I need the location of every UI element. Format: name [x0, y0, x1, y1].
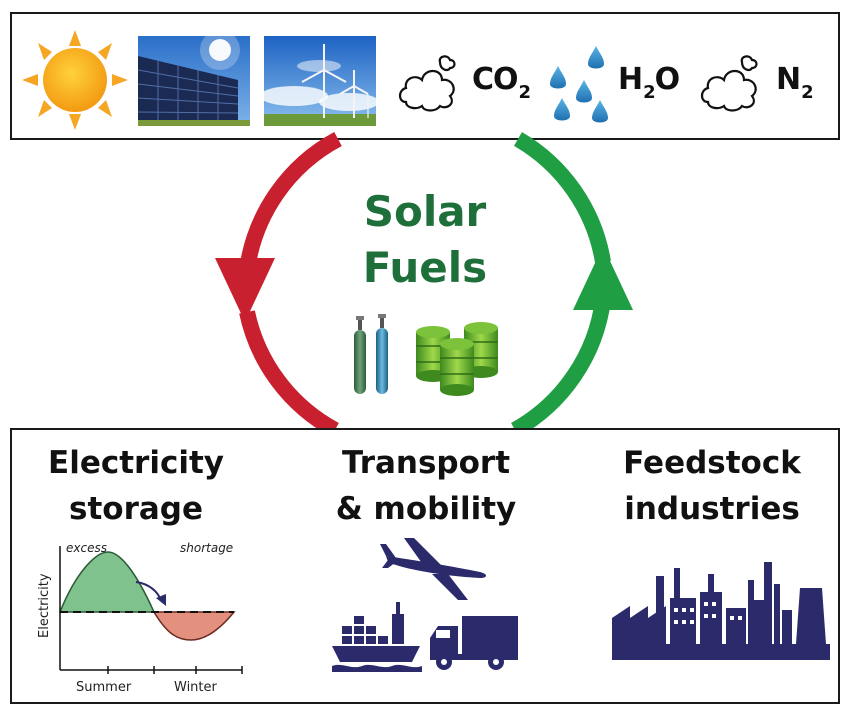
formula-subscript: 2: [801, 82, 813, 103]
green-arrow-arc: [513, 132, 611, 264]
electricity-storage-heading: Electricity storage: [6, 440, 266, 532]
water-drops-icon: [550, 46, 608, 123]
fuel-barrels-icon: [416, 322, 498, 396]
green-arrow-arc: [511, 298, 611, 437]
title-line-2: Fuels: [362, 243, 488, 292]
transfer-arrowhead: [156, 594, 166, 606]
factory-icon: [612, 562, 830, 660]
solar-fuels-title: Solar Fuels: [325, 184, 525, 296]
formula-subscript: 2: [518, 82, 531, 103]
cargo-ship-icon: [332, 602, 422, 672]
transport-mobility-heading: Transport & mobility: [296, 440, 556, 532]
heading-line-1: Feedstock: [623, 445, 801, 481]
formula-main: N: [776, 62, 801, 97]
formula-subscript: 2: [643, 82, 655, 103]
gas-cylinders-icon: [354, 314, 388, 394]
excess-area: [58, 551, 156, 613]
heading-line-1: Electricity: [48, 445, 224, 481]
n2-formula: N2: [776, 62, 814, 103]
airplane-icon: [380, 538, 486, 600]
heading-line-2: & mobility: [335, 491, 517, 527]
heading-line-2: industries: [624, 491, 800, 527]
red-arrowhead: [215, 258, 275, 322]
heading-line-1: Transport: [341, 445, 511, 481]
sun-icon: [22, 30, 128, 130]
cloud-icon: [398, 55, 456, 112]
red-arrow-arc: [239, 310, 339, 438]
solar-panel-image: [138, 36, 250, 126]
x-label-summer: Summer: [76, 680, 132, 695]
truck-icon: [430, 616, 518, 670]
seasonal-storage-chart: Electricity excess shortage Summer Winte…: [37, 542, 243, 695]
x-label-winter: Winter: [174, 680, 218, 695]
h2o-formula: H2O: [618, 62, 680, 103]
co2-formula: CO2: [472, 62, 531, 103]
excess-label: excess: [66, 542, 107, 555]
formula-tail: O: [654, 62, 680, 97]
formula-main: H: [618, 62, 643, 97]
cloud-icon: [700, 55, 758, 112]
heading-line-2: storage: [69, 491, 203, 527]
wind-turbine-image: [264, 36, 376, 126]
resource-panel: CO2 H2O N2: [10, 12, 840, 140]
red-arrow-arc: [239, 131, 342, 272]
formula-main: CO: [472, 62, 519, 97]
green-arrowhead: [573, 246, 633, 310]
applications-panel: Electricity storage Transport & mobility…: [10, 428, 840, 704]
title-line-1: Solar: [363, 187, 487, 236]
shortage-label: shortage: [180, 542, 233, 555]
feedstock-industries-heading: Feedstock industries: [582, 440, 842, 532]
shortage-area: [152, 611, 236, 641]
y-axis-label: Electricity: [37, 573, 52, 638]
